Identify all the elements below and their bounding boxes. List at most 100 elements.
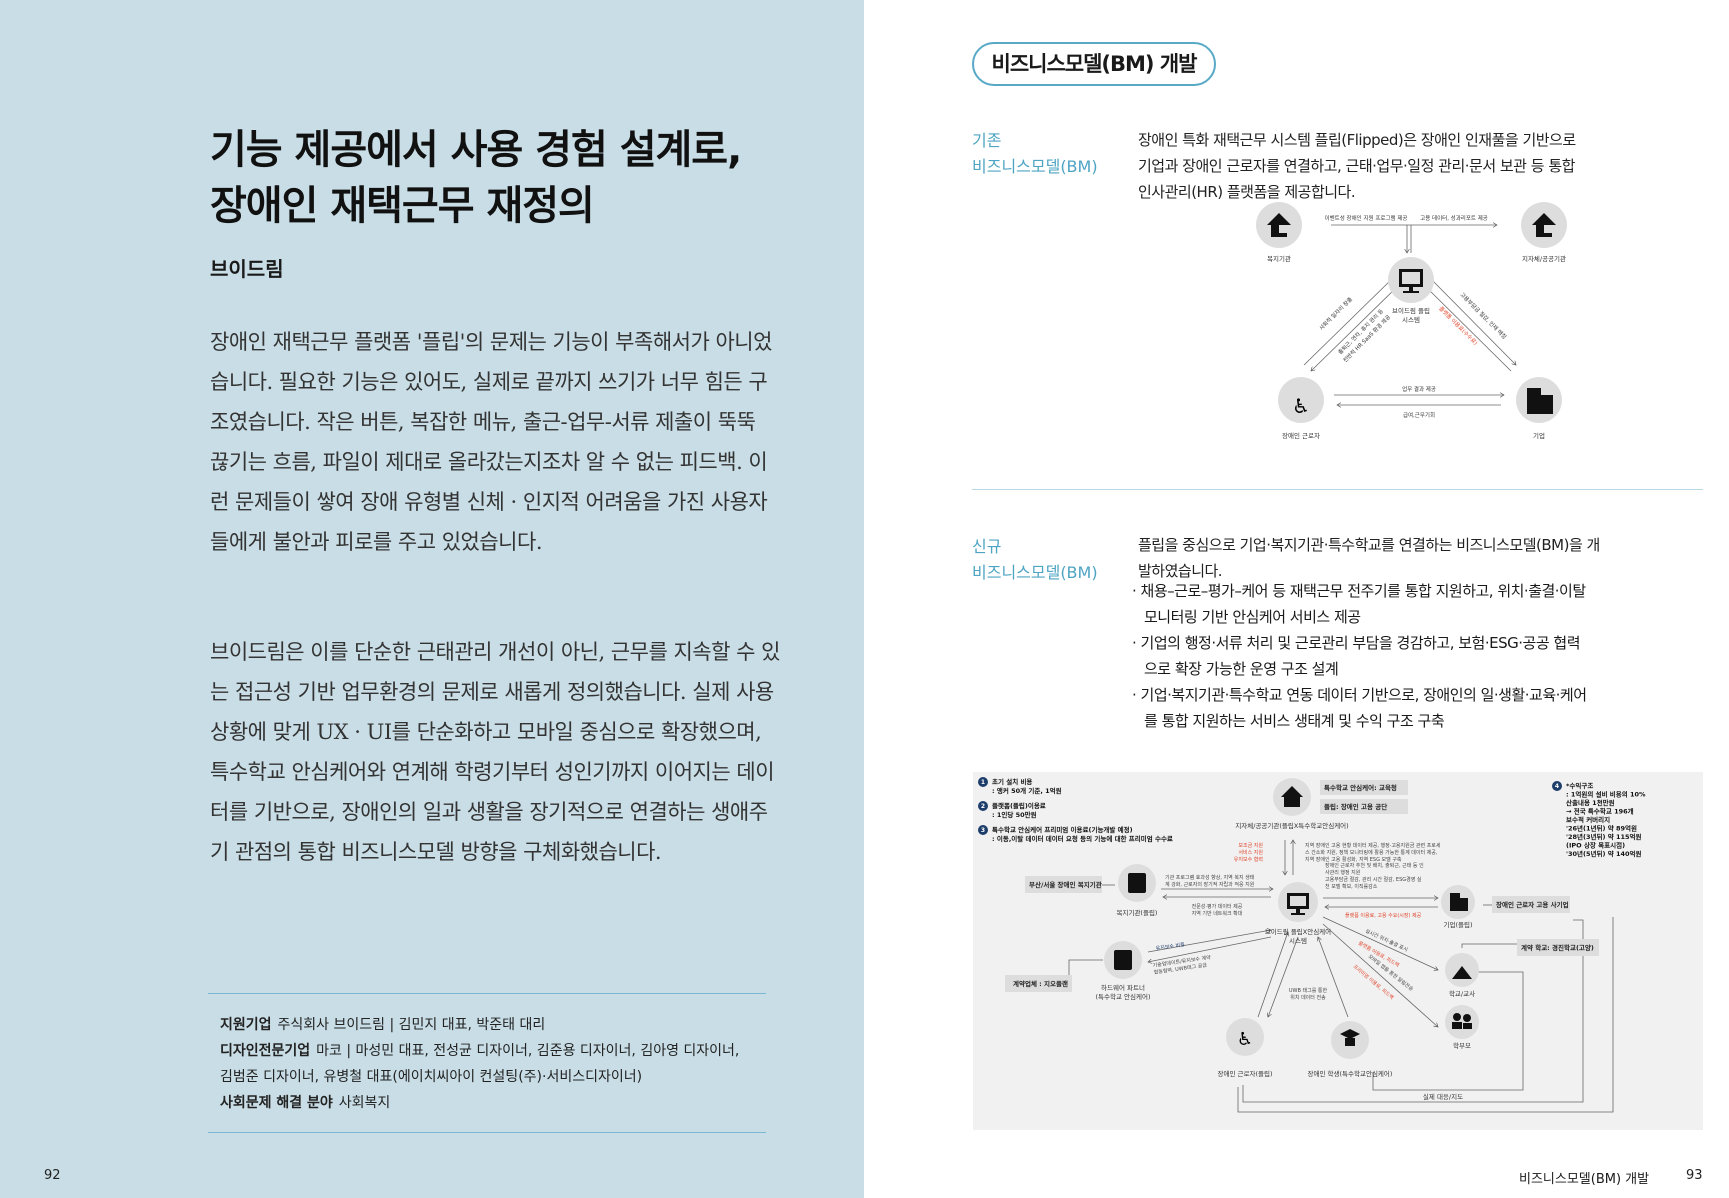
label-line: 비즈니스모델(BM) <box>972 157 1098 176</box>
revenue-number-badge <box>1552 781 1562 791</box>
legend-title: 특수학교 안심케어 프리미엄 이용료(기능개발 예정) <box>992 825 1133 834</box>
legend-desc: : 이동,이탈 데이터 데이터 요청 등의 기능에 대한 프리미엄 수수료 <box>992 834 1173 843</box>
node-label: 브이드림 플립 <box>1392 306 1430 315</box>
revenue-line: → 전국 특수학교 196개 <box>1566 807 1634 816</box>
box-label: 계약 학교: 경진학교(고양) <box>1521 943 1594 952</box>
node-label: 복지기관 <box>1267 254 1291 263</box>
arrow-label: 고용 데이터, 성과리포트 제공 <box>1420 214 1488 222</box>
existing-text: 장애인 특화 재택근무 시스템 플립(Flipped)은 장애인 인재풀을 기반… <box>1138 131 1576 201</box>
bullet-list: 채용–근로–평가–케어 등 재택근무 전주기를 통합 지원하고, 위치·출결·이… <box>1128 578 1588 734</box>
arrow-label: 지역 장애인 고용 활성화, 지역 ESG 모델 구축 <box>1305 856 1402 863</box>
arrow-label: 급여,근무기회 <box>1403 411 1435 419</box>
arrow-label: 사관리 행정 지원 <box>1325 869 1361 876</box>
wheelchair-icon: ♿ <box>1292 394 1310 418</box>
left-page: 기능 제공에서 사용 경험 설계로, 장애인 재택근무 재정의 브이드림 장애인 … <box>0 0 864 1198</box>
kiosk-icon <box>1114 950 1132 970</box>
box-label: 계약업체 : 지오플랜 <box>1013 979 1068 988</box>
node-label: 장애인 학생(특수학교안심케어) <box>1308 1069 1393 1078</box>
revenue-line: 산출내용 1천만원 <box>1566 798 1615 807</box>
bullet-item: 채용–근로–평가–케어 등 재택근무 전주기를 통합 지원하고, 위치·출결·이… <box>1128 578 1588 630</box>
node-label: 지자체/공공기관(플립X특수학교안심케어) <box>1235 821 1348 830</box>
label-line: 비즈니스모델(BM) <box>972 563 1098 582</box>
divider <box>972 489 1703 490</box>
revenue-line: '26년(1년뒤) 약 89억원 <box>1566 824 1637 833</box>
new-bm-diagram: ♿ 특수학교 안심케어: 교육청 플립: 장애인 고용 공단 부산/서울 장애인… <box>973 772 1703 1130</box>
page-number: 93 <box>1686 1168 1703 1183</box>
arrow-label: 스 간소화 지원, 정책 모니터링에 활용 가능한 통계 데이터 제공, <box>1305 849 1438 856</box>
node-label: 지자체/공공기관 <box>1522 254 1566 263</box>
page-title: 기능 제공에서 사용 경험 설계로, 장애인 재택근무 재정의 <box>210 122 742 234</box>
label-line: 신규 <box>972 537 1002 556</box>
arrow-label: 업무 결과 제공 <box>1402 385 1436 393</box>
arrow-label: 실제 대응/지도 <box>1423 1092 1463 1101</box>
school-icon <box>1452 966 1472 979</box>
revenue-line: (IPO 상장 목표시점) <box>1566 841 1625 850</box>
kiosk-icon <box>1128 873 1146 893</box>
node-label: 학교/교사 <box>1449 989 1475 998</box>
credit-row: 사회문제 해결 분야 사회복지 <box>220 1090 754 1116</box>
page-number: 92 <box>44 1168 61 1183</box>
arrow-label: 지역 기반 네트워크 확대 <box>1192 910 1243 917</box>
arrow-label: 사회적 일자리 창출 <box>1317 295 1354 332</box>
revenue-line: 보수적 커버리지 <box>1566 815 1610 824</box>
arrow-label: 유지보수 협력 <box>1234 856 1263 863</box>
revenue-line: *수익구조 <box>1566 781 1593 790</box>
legend-title: 플랫폼(플립)이용료 <box>992 801 1046 810</box>
legend-number-badge <box>978 825 988 835</box>
wheelchair-icon: ♿ <box>1237 1029 1253 1050</box>
title-line: 기능 제공에서 사용 경험 설계로, <box>210 127 742 173</box>
legend-number: 1 <box>981 779 985 786</box>
arrow-label: 장애인 근로자 추천 및 배치, 출퇴근, 근태 등 인 <box>1325 862 1424 869</box>
monitor-icon <box>1399 269 1423 293</box>
arrow-label: 계 강화, 근로자의 장기적 자립과 적응 지원 <box>1165 881 1255 888</box>
arrow-label: 고용부담금 절감, 관리 시간 절감, ESG경영 실 <box>1325 876 1422 883</box>
revenue-line: '28년(3년뒤) 약 115억원 <box>1566 832 1641 841</box>
parents-icon <box>1453 1013 1461 1021</box>
monitor-icon <box>1287 893 1309 915</box>
paragraph: 장애인 재택근무 플랫폼 '플립'의 문제는 기능이 부족해서가 아니었습니다.… <box>210 330 772 554</box>
section-footer: 비즈니스모델(BM) 개발 <box>1519 1172 1650 1187</box>
arrow-label: 플랫폼 이용료, 고용 수요(시장) 제공 <box>1345 912 1422 919</box>
company-name: 브이드림 <box>210 257 284 281</box>
paragraph: 브이드림은 이를 단순한 근태관리 개선이 아닌, 근무를 지속할 수 있는 접… <box>210 640 780 864</box>
credit-value: 사회복지 <box>338 1095 391 1111</box>
title-line: 장애인 재택근무 재정의 <box>210 183 595 229</box>
legend-title: 초기 설치 비용 <box>992 777 1032 786</box>
legend-number: 3 <box>981 827 985 834</box>
node-label: 학부모 <box>1453 1041 1471 1050</box>
legend-number-badge <box>978 801 988 811</box>
building-icon <box>1450 893 1468 911</box>
node-label: 시스템 <box>1402 316 1420 324</box>
revenue-number: 4 <box>1555 783 1559 790</box>
arrow-label: 지역 장애인 고용 현황 데이터 제공, 행정·고용지원금 관련 프로세 <box>1305 842 1441 849</box>
arrow-label: 보조금 지원 <box>1238 842 1263 849</box>
box-label: 부산/서울 장애인 복지기관 <box>1029 880 1102 889</box>
node-label: 기업 <box>1533 431 1545 440</box>
revenue-structure: 4 *수익구조: 1억원의 설비 비용의 10%산출내용 1천만원→ 전국 특수학… <box>1552 781 1646 858</box>
legend-desc: : 1인당 50만원 <box>992 810 1037 819</box>
building-icon <box>1527 388 1553 414</box>
arrow-label: 위치 데이터 전송 <box>1290 994 1326 1001</box>
node-label: 하드웨어 파트너 <box>1101 983 1145 992</box>
arrow-label: 이벤트성 장애인 지원 프로그램 제공 <box>1325 214 1408 222</box>
node-label: 복지기관(플립) <box>1117 908 1158 917</box>
credit-label: 지원기업 <box>220 1017 272 1033</box>
box-label: 플립: 장애인 고용 공단 <box>1324 802 1387 811</box>
bullet-item: 기업의 행정·서류 처리 및 근로관리 부담을 경감하고, 보험·ESG·공공 … <box>1128 630 1588 682</box>
legend-desc: : 앵커 50개 기준, 1억원 <box>992 786 1062 795</box>
credit-label: 디자인전문기업 <box>220 1043 311 1059</box>
new-text: 플립을 중심으로 기업·복지기관·특수학교를 연결하는 비즈니스모델(BM)을 … <box>1138 536 1600 580</box>
arrow-label: 유지보수 비용 <box>1155 941 1185 952</box>
credit-value: 마코 | 마성민 대표, 전성균 디자이너, 김준용 디자이너, 김아영 디자이… <box>220 1043 740 1085</box>
legend-number-badge <box>978 777 988 787</box>
node-label: (특수학교 안심케어) <box>1096 992 1151 1001</box>
credit-label: 사회문제 해결 분야 <box>220 1095 333 1111</box>
revenue-line: : 1억원의 설비 비용의 10% <box>1566 790 1646 799</box>
label-line: 기존 <box>972 131 1002 150</box>
